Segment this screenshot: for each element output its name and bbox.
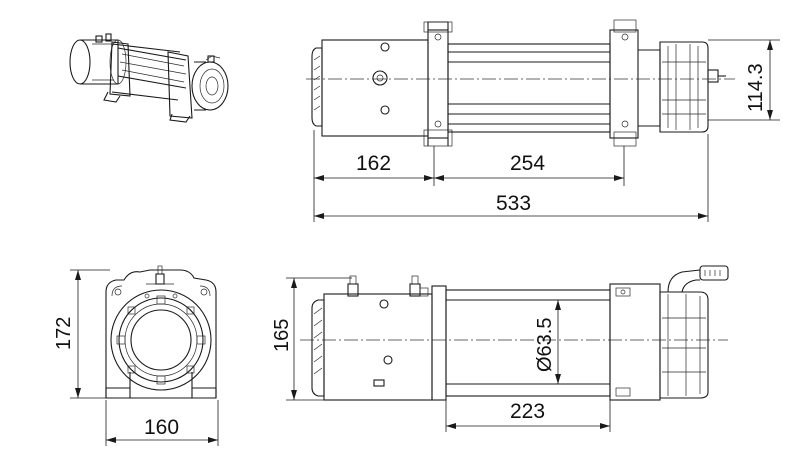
side-view (300, 265, 729, 401)
dim-top-height: 114.3 (745, 63, 767, 112)
end-view-dimensions (70, 269, 219, 446)
end-view (105, 265, 217, 399)
dim-drum-diameter: Ø63.5 (534, 318, 556, 372)
dim-drum-section: 254 (510, 152, 545, 175)
top-view-dimensions (313, 39, 780, 222)
dim-drum-length: 223 (510, 400, 545, 423)
side-view-dimensions (286, 277, 611, 432)
dim-end-width: 160 (144, 416, 179, 439)
dim-end-height: 172 (53, 317, 75, 350)
top-view (306, 19, 735, 147)
dim-side-height: 165 (271, 319, 293, 352)
isometric-preview (69, 33, 229, 123)
dim-overall-length: 533 (496, 192, 531, 215)
dim-motor-section: 162 (356, 152, 391, 175)
